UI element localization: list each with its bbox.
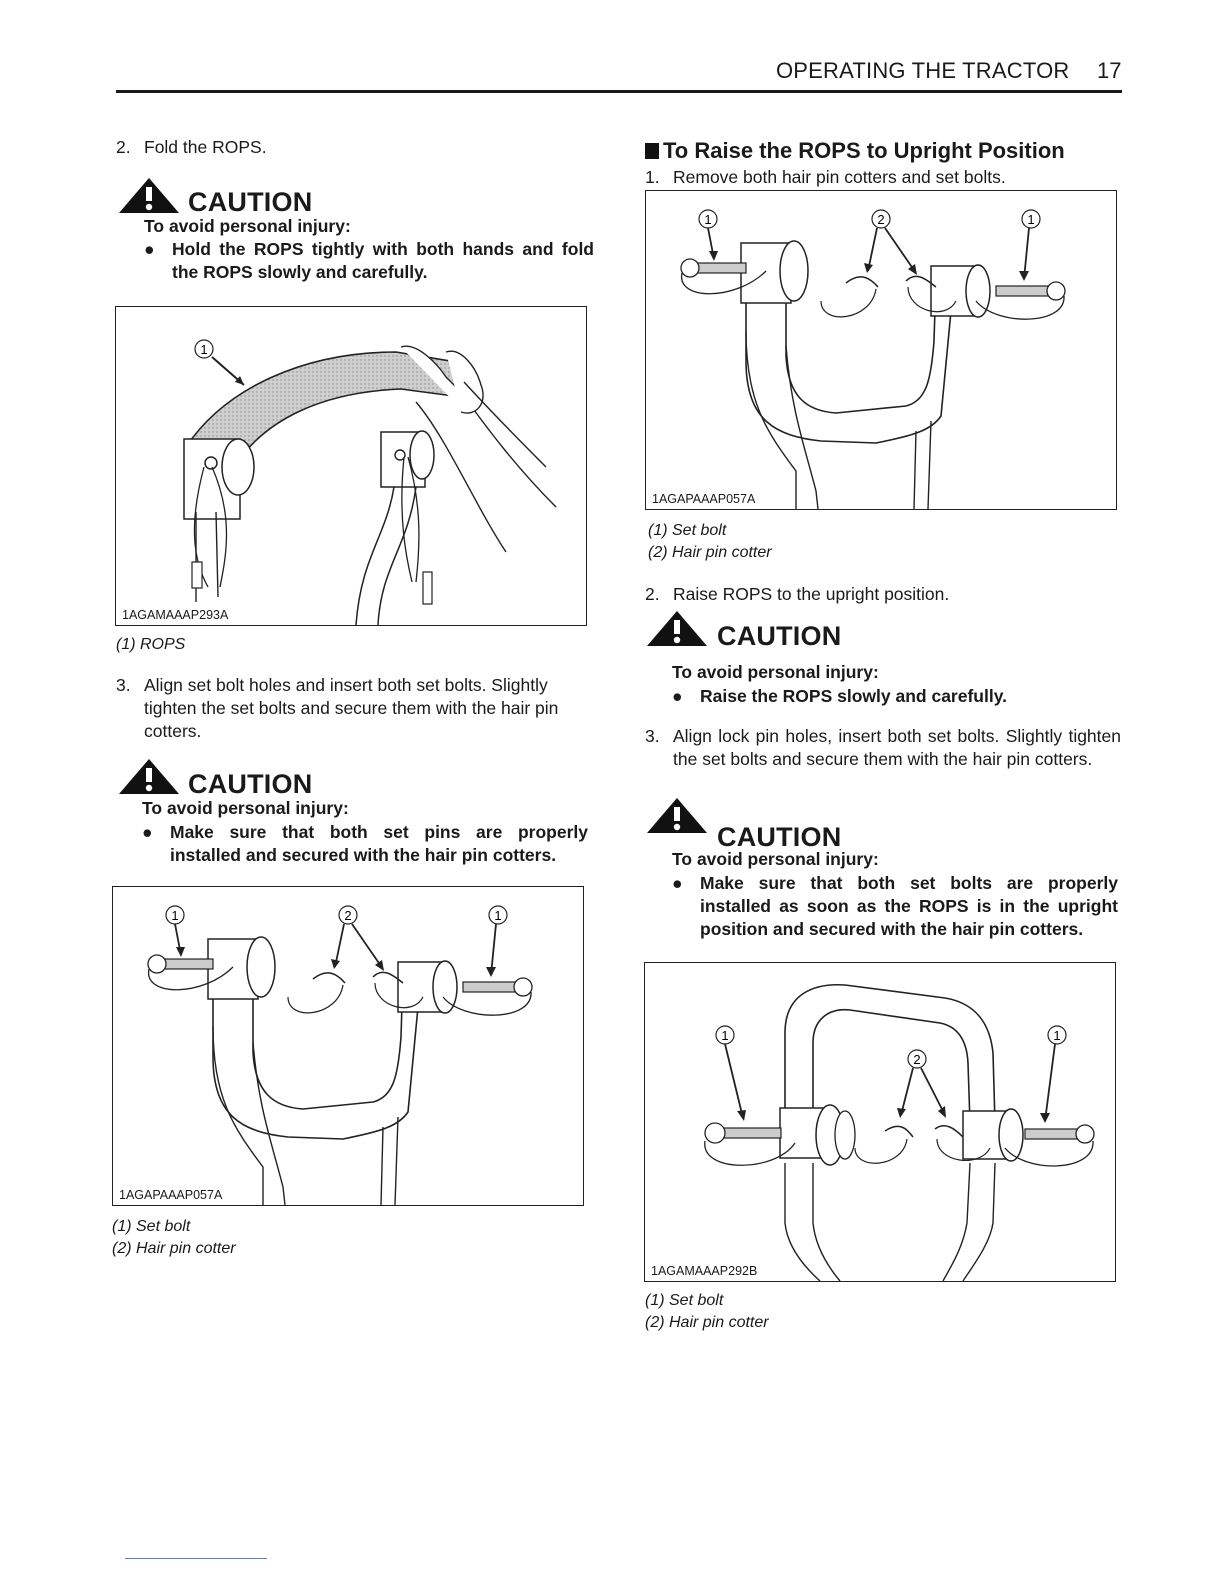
caution-subheading: To avoid personal injury: xyxy=(142,798,349,818)
step-number: 1. xyxy=(645,167,660,187)
step-raise-rops: 2. Raise ROPS to the upright position. xyxy=(645,583,1121,607)
set-bolt-illustration: 1 2 1 xyxy=(147,905,533,1205)
bullet-dot-icon: ● xyxy=(672,686,683,706)
black-square-icon xyxy=(645,143,659,159)
warning-triangle-icon xyxy=(647,798,707,833)
step-text: Fold the ROPS. xyxy=(144,137,267,157)
set-bolt-illustration: 1 2 1 xyxy=(680,209,1066,509)
bullet-dot-icon: ● xyxy=(144,239,155,259)
figure-upright-rops: 1 2 1 1AGAMAAAP292B xyxy=(644,962,1116,1282)
section-heading-text: To Raise the ROPS to Upright Position xyxy=(663,138,1065,163)
caution-subheading: To avoid personal injury: xyxy=(672,849,879,869)
caution-bullet: ● Raise the ROPS slowly and carefully. xyxy=(672,685,1118,709)
caution-bullet-text: Make sure that both set pins are properl… xyxy=(170,822,588,865)
footer-rule xyxy=(125,1558,267,1559)
caution-bullet-text: Make sure that both set bolts are proper… xyxy=(700,873,1118,939)
step-align-lock-pin: 3. Align lock pin holes, insert both set… xyxy=(645,725,1121,795)
step-number: 2. xyxy=(116,137,131,157)
figure-callout-1-left: 1 xyxy=(704,212,711,227)
figure-callout-1-right: 1 xyxy=(494,908,501,923)
caution-bullet: ● Make sure that both set bolts are prop… xyxy=(672,872,1118,942)
caution-subheading: To avoid personal injury: xyxy=(672,662,879,682)
rops-fold-illustration: 1 xyxy=(183,339,557,625)
legend-item: (2) Hair pin cotter xyxy=(112,1240,236,1257)
figure-callout-1-right: 1 xyxy=(1027,212,1034,227)
caution-heading: CAUTION xyxy=(717,822,842,852)
upright-rops-illustration: 1 2 1 xyxy=(704,983,1095,1281)
figure-set-bolts-right: 1 2 1 1AGAPAAAP057A xyxy=(645,190,1117,510)
figure-callout-1-left: 1 xyxy=(171,908,178,923)
step-text: Align lock pin holes, insert both set bo… xyxy=(673,726,1121,769)
step-number: 2. xyxy=(645,584,660,604)
caution-heading: CAUTION xyxy=(717,621,842,651)
legend-item: (1) Set bolt xyxy=(112,1218,191,1235)
caution-bullet: ● Hold the ROPS tightly with both hands … xyxy=(144,238,594,286)
caution-subheading: To avoid personal injury: xyxy=(144,216,351,236)
legend-item: (2) Hair pin cotter xyxy=(645,1314,769,1331)
figure-legend: (1) ROPS xyxy=(116,634,516,656)
figure-callout-2: 2 xyxy=(913,1052,920,1067)
figure-code: 1AGAPAAAP057A xyxy=(650,492,758,506)
warning-triangle-icon xyxy=(647,611,707,646)
figure-code: 1AGAMAAAP293A xyxy=(120,608,231,622)
step-number: 3. xyxy=(116,675,131,695)
figure-callout-2: 2 xyxy=(344,908,351,923)
figure-legend: (1) Set bolt (2) Hair pin cotter xyxy=(648,520,1048,564)
legend-item: (1) Set bolt xyxy=(645,1292,724,1309)
step-text: Remove both hair pin cotters and set bol… xyxy=(673,167,1006,187)
caution-bullet: ● Make sure that both set pins are prope… xyxy=(142,821,588,869)
figure-callout-1-left: 1 xyxy=(721,1028,728,1043)
caution-heading: CAUTION xyxy=(188,769,313,799)
step-align-set-bolts: 3. Align set bolt holes and insert both … xyxy=(116,674,588,744)
warning-triangle-icon xyxy=(119,178,179,213)
figure-callout-1: 1 xyxy=(200,342,207,357)
figure-set-bolts-left: 1 2 1 1AGAPAAAP057A xyxy=(112,886,584,1206)
step-fold-rops: 2. Fold the ROPS. xyxy=(116,136,596,160)
header-rule xyxy=(116,90,1122,93)
legend-item: (1) Set bolt xyxy=(648,522,727,539)
figure-code: 1AGAMAAAP292B xyxy=(649,1264,760,1278)
bullet-dot-icon: ● xyxy=(672,873,683,893)
step-text: Align set bolt holes and insert both set… xyxy=(144,675,559,741)
section-heading: To Raise the ROPS to Upright Position xyxy=(645,138,1125,164)
caution-heading: CAUTION xyxy=(188,187,313,217)
legend-item: (1) ROPS xyxy=(116,636,186,653)
figure-fold-rops: 1 1AGAMAAAP293A xyxy=(115,306,587,626)
legend-item: (2) Hair pin cotter xyxy=(648,544,772,561)
figure-legend: (1) Set bolt (2) Hair pin cotter xyxy=(112,1216,512,1260)
bullet-dot-icon: ● xyxy=(142,822,153,842)
caution-bullet-text: Hold the ROPS tightly with both hands an… xyxy=(172,239,594,282)
step-remove-cotters: 1. Remove both hair pin cotters and set … xyxy=(645,166,1121,190)
step-number: 3. xyxy=(645,726,660,746)
figure-callout-1-right: 1 xyxy=(1053,1028,1060,1043)
figure-callout-2: 2 xyxy=(877,212,884,227)
running-header-title: OPERATING THE TRACTOR xyxy=(776,58,1070,83)
page-number: 17 xyxy=(1097,58,1122,83)
caution-bullet-text: Raise the ROPS slowly and carefully. xyxy=(700,686,1008,706)
step-text: Raise ROPS to the upright position. xyxy=(673,584,950,604)
figure-legend: (1) Set bolt (2) Hair pin cotter xyxy=(645,1290,1045,1334)
figure-code: 1AGAPAAAP057A xyxy=(117,1188,225,1202)
warning-triangle-icon xyxy=(119,759,179,794)
